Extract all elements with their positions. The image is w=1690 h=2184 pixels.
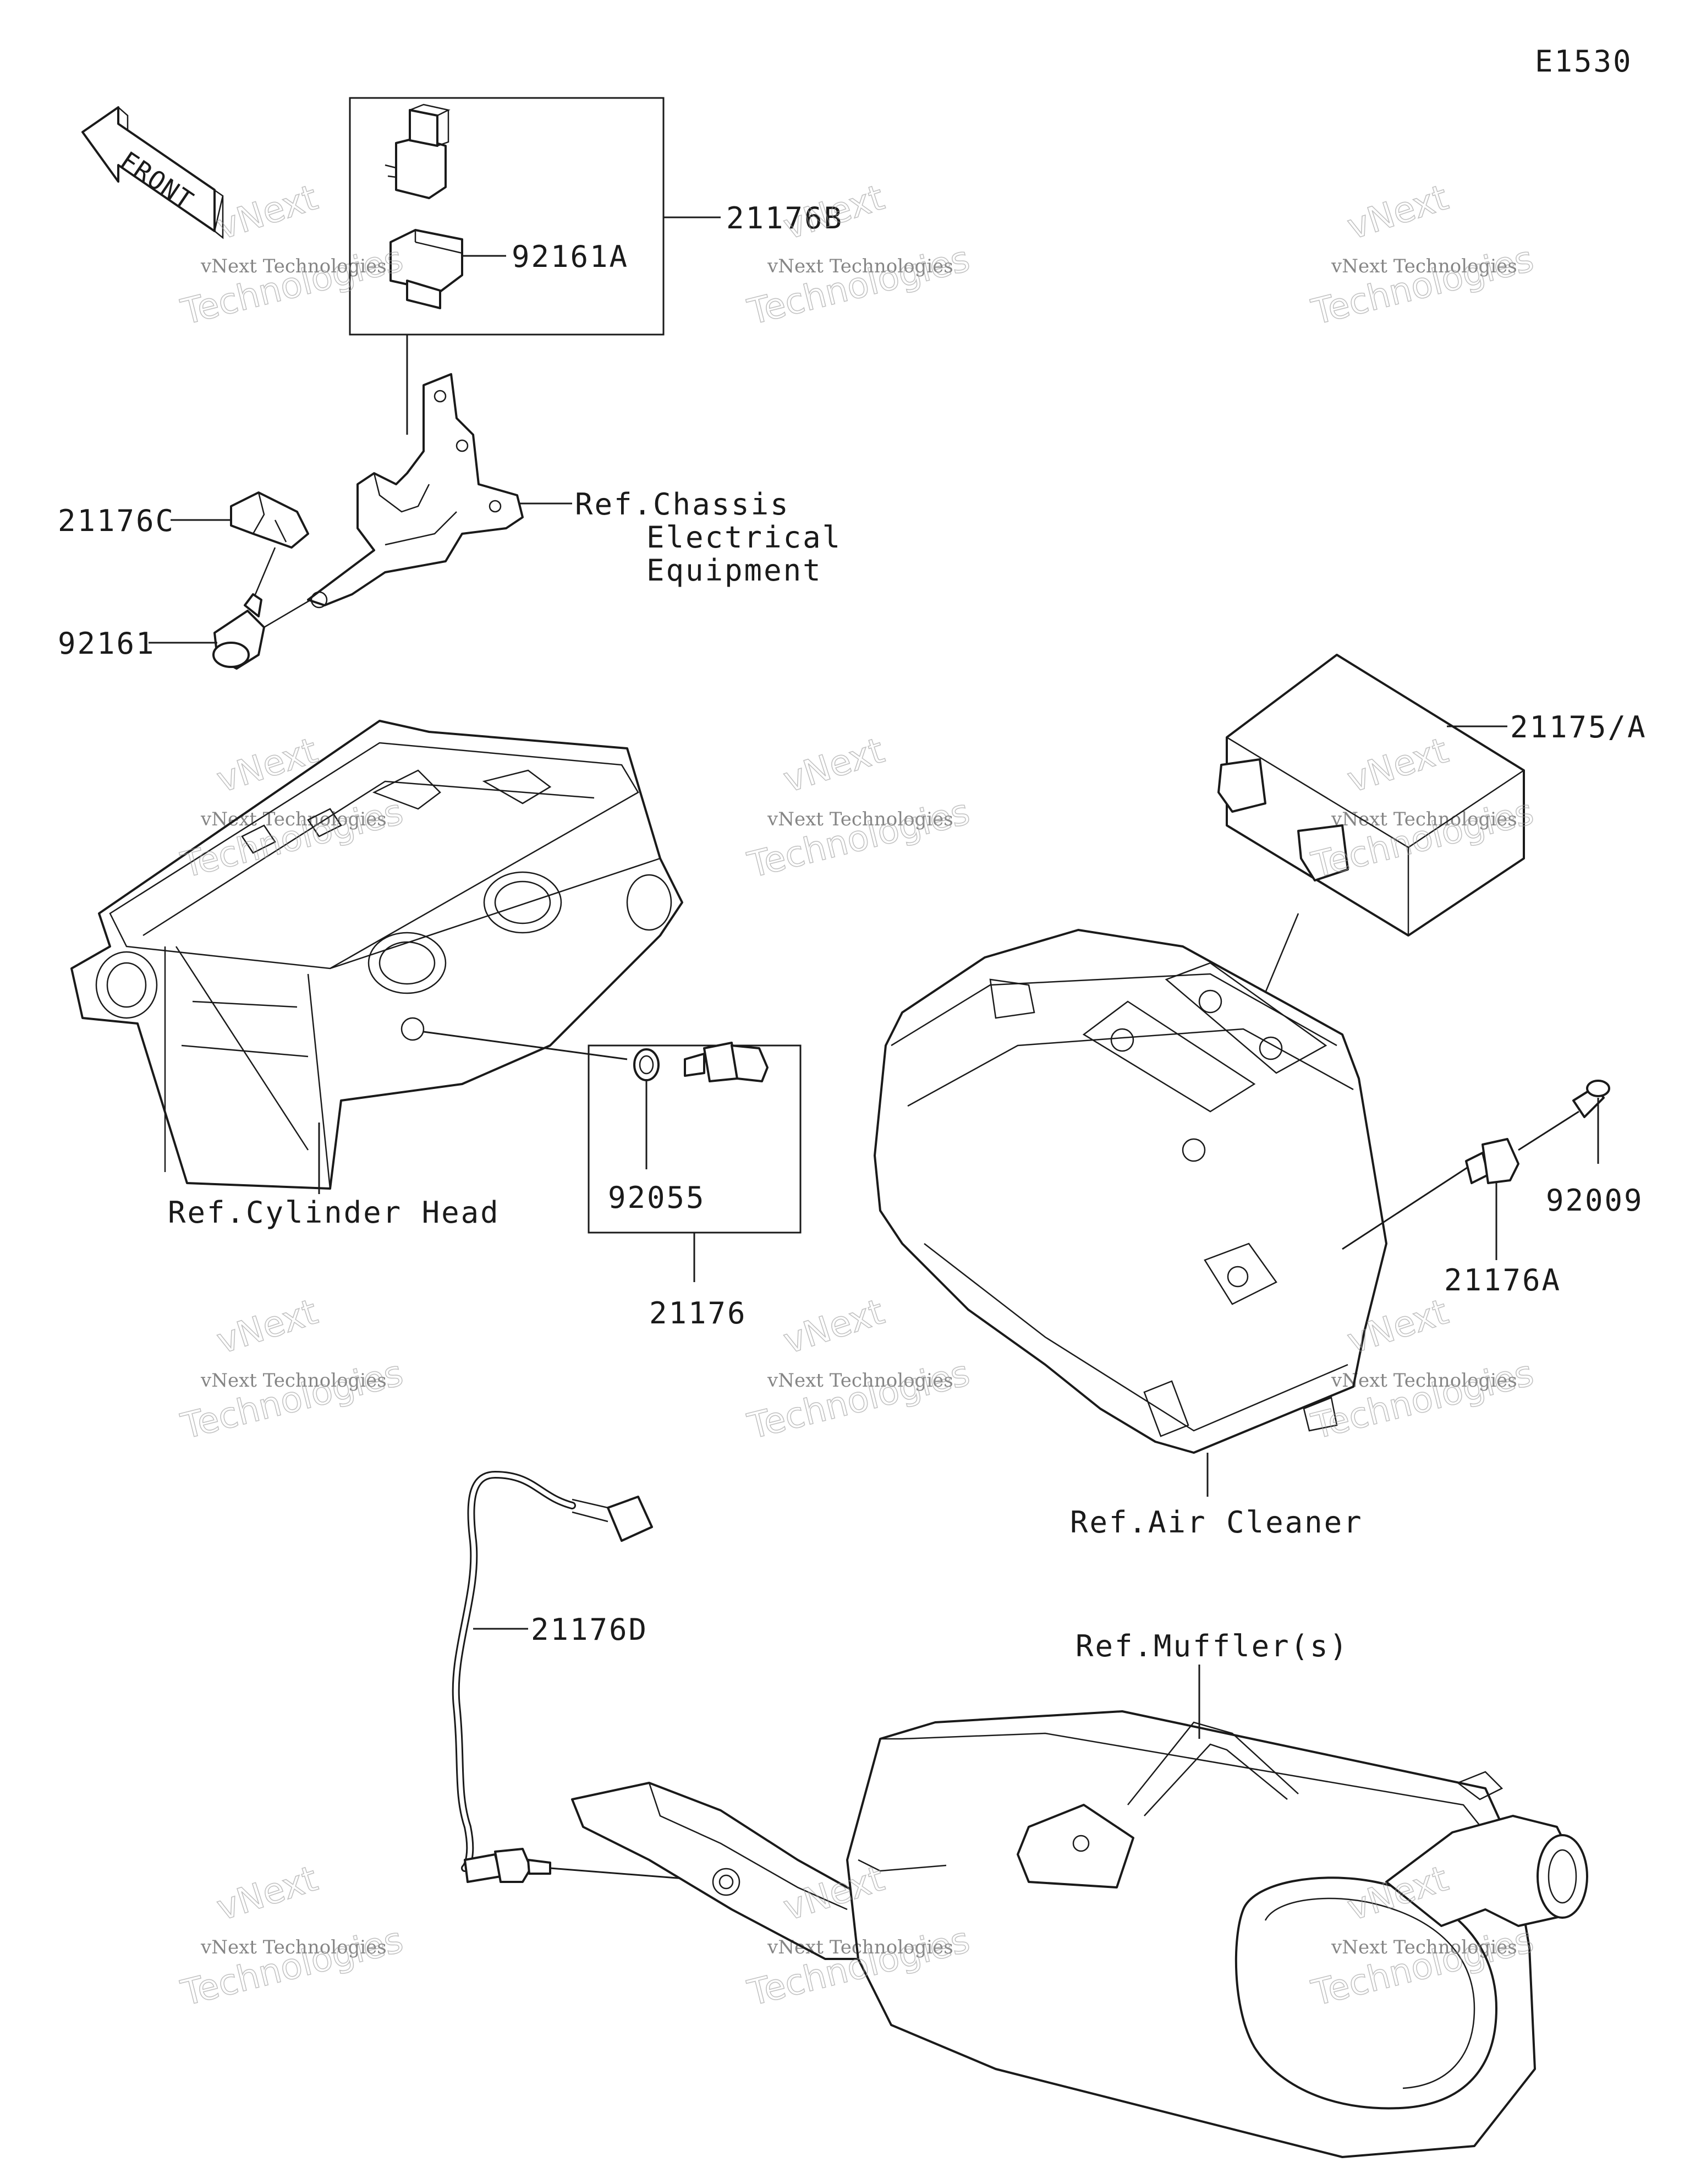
sensor-21176a <box>1465 1138 1519 1184</box>
watermark-text: vNext Technologies <box>200 808 387 830</box>
label-92009: 92009 <box>1546 1183 1644 1218</box>
diagram-code: E1530 <box>1535 44 1633 79</box>
watermark-outline: Technologies <box>744 1353 974 1448</box>
relay-connector <box>385 103 451 199</box>
watermark-outline: Technologies <box>1308 239 1538 333</box>
temp-sensor-21176 <box>684 1042 769 1082</box>
watermark-outline: Technologies <box>177 239 407 333</box>
label-21176d: 21176D <box>531 1612 648 1647</box>
label-ref-chassis-1: Ref.Chassis <box>575 487 790 522</box>
watermark-text: vNext Technologies <box>1331 1936 1517 1958</box>
muffler <box>571 1710 1588 2158</box>
ecu-21175a <box>1217 654 1525 937</box>
air-cleaner-cover <box>874 929 1387 1454</box>
watermark-outline: Technologies <box>177 1353 407 1448</box>
watermark-outline: vNext <box>778 177 889 248</box>
group-box-21176b <box>349 97 665 336</box>
label-21176: 21176 <box>649 1296 747 1331</box>
label-21175a: 21175/A <box>1510 710 1647 745</box>
watermark-outline: Technologies <box>177 1920 407 2015</box>
front-arrow-icon: FRONT <box>81 106 224 239</box>
label-21176b: 21176B <box>726 201 843 236</box>
label-ref-chassis-2: Electrical <box>646 520 842 555</box>
washer-92055 <box>633 1048 660 1081</box>
watermark-outline: vNext <box>778 1291 889 1362</box>
watermark-text: vNext Technologies <box>767 255 953 277</box>
watermark-outline: vNext <box>212 1291 322 1362</box>
label-ref-chassis-3: Equipment <box>646 553 822 588</box>
watermark-text: vNext Technologies <box>200 255 387 277</box>
watermark-outline: Technologies <box>744 239 974 333</box>
cylinder-head <box>70 720 683 1190</box>
label-21176c: 21176C <box>58 503 175 538</box>
connector-21176c <box>230 491 309 549</box>
watermark-text: vNext Technologies <box>1331 1370 1517 1392</box>
watermark-text: vNext Technologies <box>200 1370 387 1392</box>
watermark-outline: vNext <box>1342 177 1453 248</box>
watermark-outline: vNext <box>212 1858 322 1929</box>
watermark-text: vNext Technologies <box>1331 255 1517 277</box>
relay-bracket <box>307 373 524 609</box>
sensor-92161 <box>212 593 265 670</box>
watermark-outline: vNext <box>212 177 322 248</box>
label-92055: 92055 <box>608 1180 706 1215</box>
relay-92161a <box>389 229 463 309</box>
watermark-outline: Technologies <box>744 792 974 886</box>
watermark-outline: vNext <box>778 730 889 801</box>
label-ref-air-cleaner: Ref.Air Cleaner <box>1070 1505 1363 1540</box>
watermark-text: vNext Technologies <box>767 1936 953 1958</box>
watermark-text: vNext Technologies <box>767 808 953 830</box>
watermark-text: vNext Technologies <box>200 1936 387 1958</box>
watermark-text: vNext Technologies <box>1331 808 1517 830</box>
label-ref-mufflers: Ref.Muffler(s) <box>1076 1629 1349 1663</box>
o2-sensor-21176d <box>452 1470 653 1883</box>
label-21176a: 21176A <box>1444 1263 1561 1298</box>
watermark-text: vNext Technologies <box>767 1370 953 1392</box>
label-92161: 92161 <box>58 626 156 661</box>
label-ref-cylinder-head: Ref.Cylinder Head <box>168 1195 500 1230</box>
label-92161a: 92161A <box>512 239 629 274</box>
screw-92009 <box>1572 1080 1610 1118</box>
